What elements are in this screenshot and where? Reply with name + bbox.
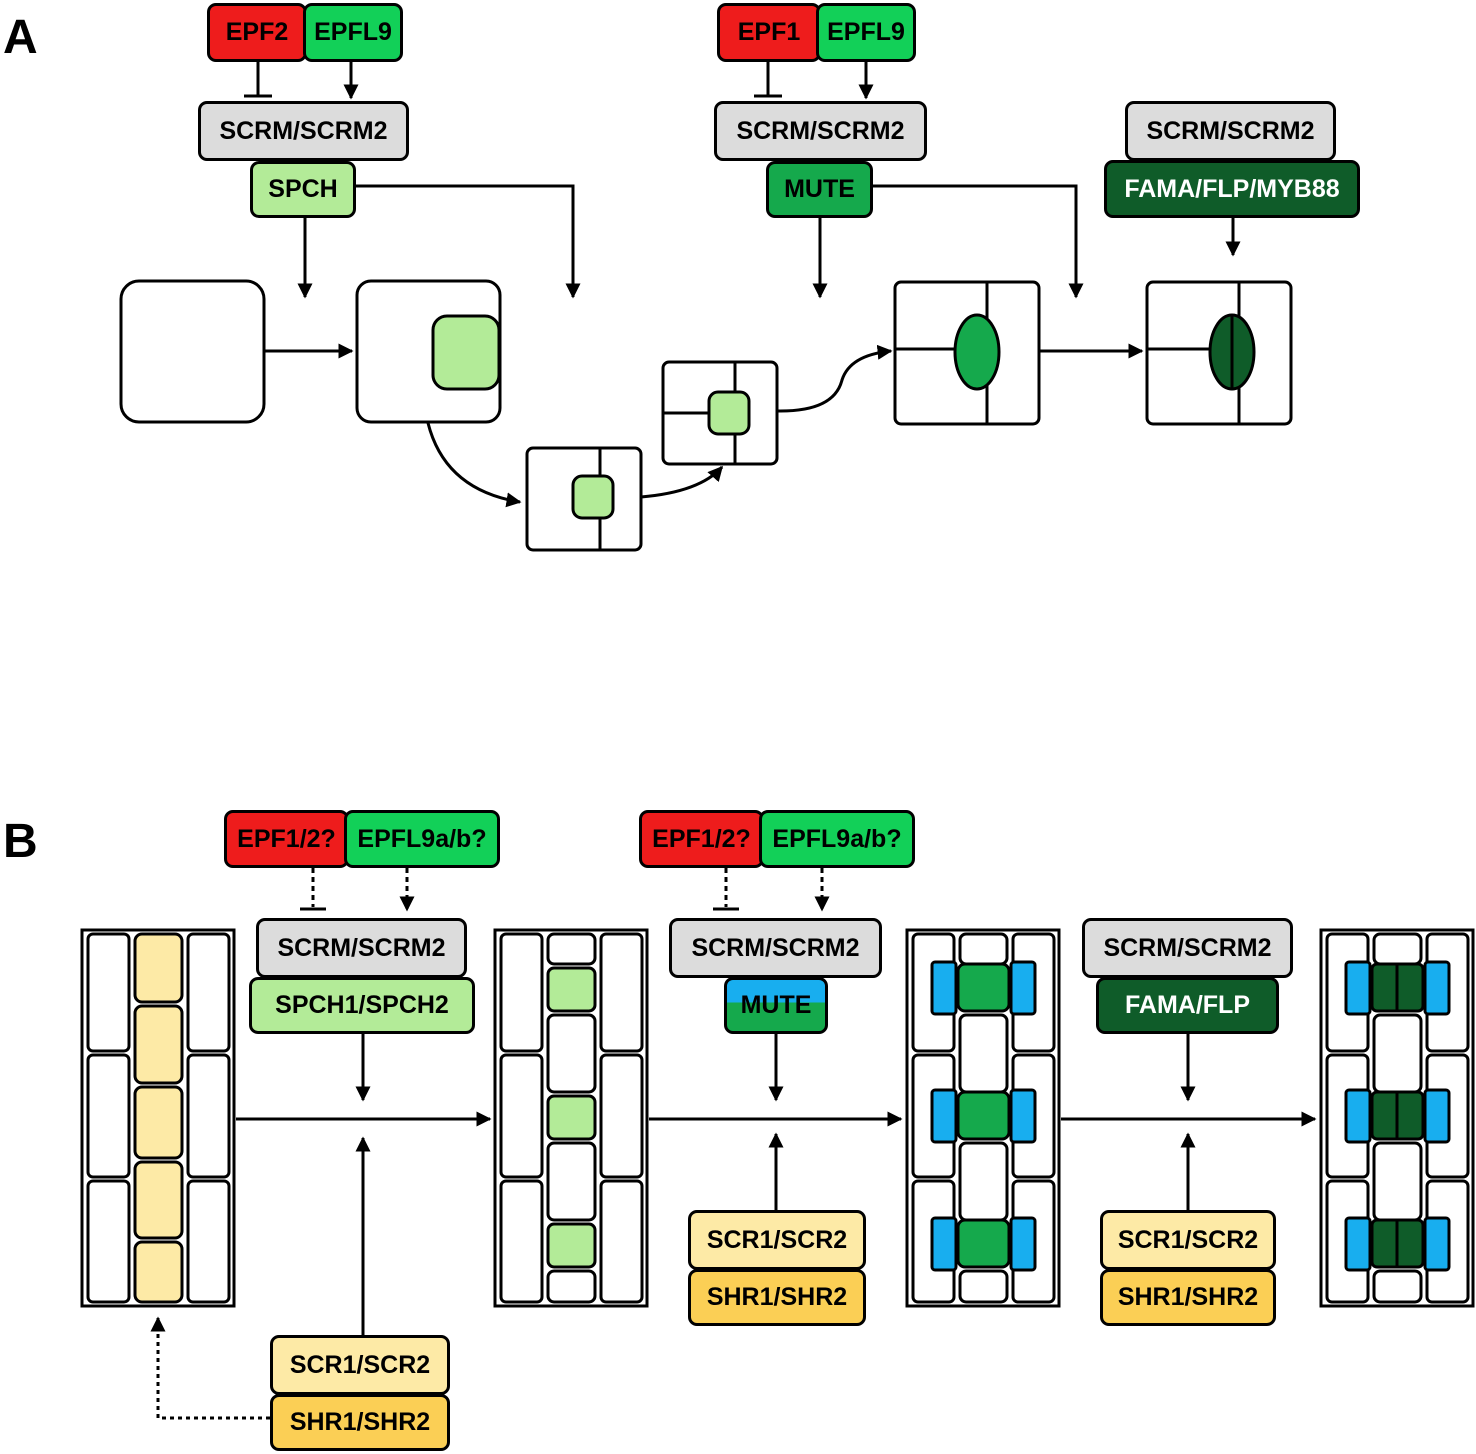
scr12-box-3: SCR1/SCR2 — [1100, 1210, 1276, 1270]
cell-file-3 — [905, 928, 1061, 1308]
spch-box: SPCH — [250, 161, 356, 218]
mute-to-guard-mother-arrow — [873, 184, 1084, 299]
subsidiary-cell — [1423, 1216, 1451, 1272]
panel-b-label: B — [3, 815, 38, 868]
epfl9ab-box-2: EPFL9a/b? — [759, 810, 915, 868]
shr-to-file-dotted-arrow — [150, 1316, 270, 1420]
scrm-box-b3: SCRM/SCRM2 — [1082, 918, 1293, 978]
meristemoid-1 — [571, 474, 615, 520]
cell-file-4 — [1319, 928, 1475, 1308]
scrm-box-2: SCRM/SCRM2 — [714, 101, 927, 161]
subsidiary-cell — [1423, 1088, 1451, 1144]
spch-to-later-division-arrow — [356, 184, 581, 299]
scr12-box-1: SCR1/SCR2 — [270, 1335, 450, 1395]
epf12-box-2: EPF1/2? — [639, 810, 764, 868]
mmc-to-meristemoid-curve — [426, 422, 522, 508]
epfl9-box-2: EPFL9 — [816, 3, 916, 62]
gmc-precursor — [546, 966, 597, 1013]
panel-a-cells — [119, 279, 1293, 552]
cell-file-2 — [493, 928, 649, 1308]
subsidiary-cell — [1009, 1216, 1037, 1272]
subsidiary-cell — [1344, 1216, 1372, 1272]
epf2-box: EPF2 — [207, 3, 307, 62]
panel-a-connectors — [244, 62, 1241, 508]
subsidiary-cell — [930, 1216, 958, 1272]
subsidiary-cell — [1423, 960, 1451, 1016]
subsidiary-cell — [1344, 1088, 1372, 1144]
fama-flp-box: FAMA/FLP — [1096, 977, 1279, 1034]
subsidiary-cell — [930, 1088, 958, 1144]
subsidiary-cell — [930, 960, 958, 1016]
meristemoid-amplifying-curve-1 — [640, 465, 724, 499]
spch12-box: SPCH1/SPCH2 — [249, 977, 475, 1034]
scrm-box: SCRM/SCRM2 — [198, 101, 409, 161]
epfl9ab-box: EPFL9a/b? — [344, 810, 500, 868]
meristemoid-amplifying-curve-2 — [776, 344, 893, 413]
scrm-box-b1: SCRM/SCRM2 — [256, 918, 467, 978]
subsidiary-cell — [1344, 960, 1372, 1016]
panel-a-label: A — [3, 11, 38, 64]
cell-file-1 — [80, 928, 236, 1308]
shr12-box-2: SHR1/SHR2 — [688, 1269, 866, 1326]
shr12-box-1: SHR1/SHR2 — [270, 1394, 450, 1451]
scrm-box-b2: SCRM/SCRM2 — [669, 918, 882, 978]
guard-mother-cell — [953, 313, 1001, 391]
mute-box: MUTE — [766, 161, 873, 218]
epf1-box: EPF1 — [717, 3, 821, 62]
scr12-box-2: SCR1/SCR2 — [688, 1210, 866, 1270]
gmc — [956, 1218, 1011, 1269]
subsidiary-cell — [1009, 960, 1037, 1016]
protodermal-cell — [119, 279, 266, 424]
subsidiary-cell — [1009, 1088, 1037, 1144]
shr12-box-3: SHR1/SHR2 — [1100, 1269, 1276, 1326]
gmc — [956, 962, 1011, 1013]
mute-box-b: MUTE — [724, 977, 828, 1034]
meristemoid-2 — [707, 390, 751, 436]
epfl9-box: EPFL9 — [303, 3, 403, 62]
gmc-precursor — [546, 1222, 597, 1269]
epf12-box: EPF1/2? — [224, 810, 349, 868]
mmc-nucleus — [431, 314, 501, 391]
scrm-box-3: SCRM/SCRM2 — [1125, 101, 1336, 161]
fama-flp-myb88-box: FAMA/FLP/MYB88 — [1104, 160, 1360, 218]
gmc-precursor — [546, 1094, 597, 1141]
gmc — [956, 1090, 1011, 1141]
panel-b-connectors — [150, 868, 1317, 1420]
